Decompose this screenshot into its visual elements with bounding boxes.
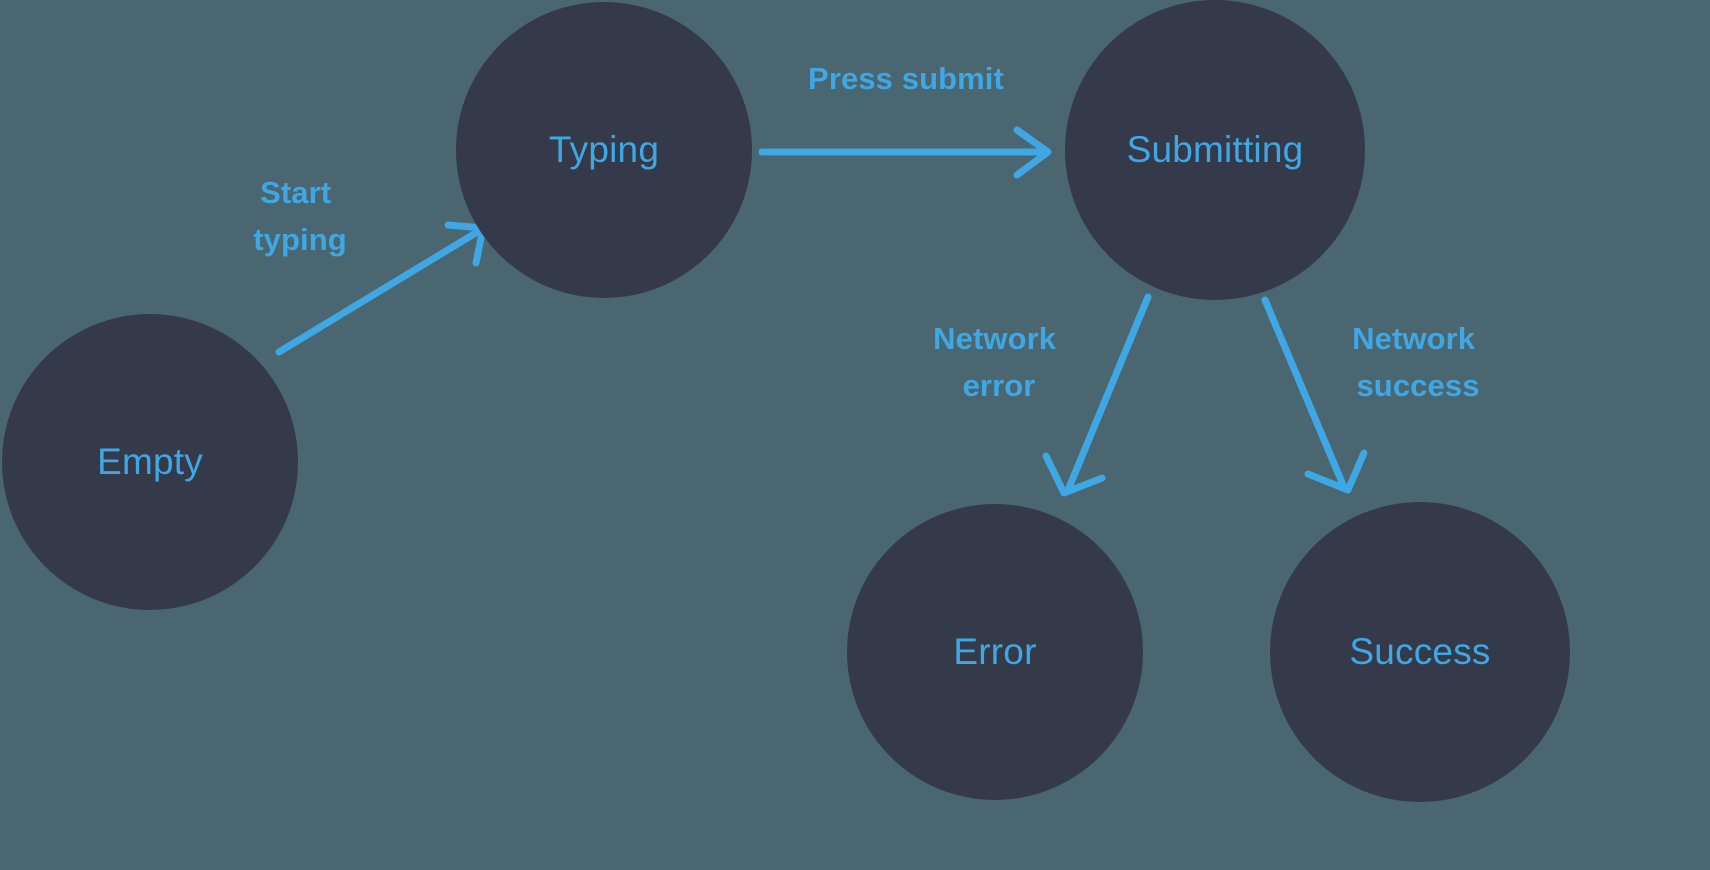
edge-label-line: error — [963, 368, 1036, 403]
state-node-circle[interactable] — [847, 504, 1143, 800]
state-node-circle[interactable] — [1270, 502, 1570, 802]
state-node-error[interactable]: Error — [847, 504, 1143, 800]
state-node-circle[interactable] — [456, 2, 752, 298]
arrowhead-network-success — [1304, 449, 1368, 494]
edge-label-network-success: Network success — [1352, 321, 1484, 403]
state-node-label: Success — [1349, 631, 1490, 672]
state-node-success[interactable]: Success — [1270, 502, 1570, 802]
state-node-typing[interactable]: Typing — [456, 2, 752, 298]
state-node-label: Submitting — [1127, 129, 1304, 170]
edge-label-line: Press submit — [808, 61, 1004, 96]
state-node-submitting[interactable]: Submitting — [1065, 0, 1365, 300]
state-node-label: Empty — [97, 441, 203, 482]
edge-label-start-typing: Start typing — [253, 175, 347, 257]
edge-line-network-error — [1064, 293, 1152, 494]
edge-label-press-submit: Press submit — [808, 61, 1004, 96]
edge-empty-to-typing: Start typing — [253, 175, 487, 356]
edge-submitting-to-error: Network error — [933, 293, 1152, 497]
state-node-circle[interactable] — [2, 314, 298, 610]
edge-submitting-to-success: Network success — [1261, 296, 1484, 494]
state-node-label: Error — [953, 631, 1036, 672]
edge-label-line: typing — [253, 222, 347, 257]
state-node-label: Typing — [549, 129, 659, 170]
edge-label-line: Network — [933, 321, 1057, 356]
edge-typing-to-submitting: Press submit — [758, 61, 1052, 179]
arrowhead-network-error — [1042, 452, 1106, 497]
edge-line-start-typing — [275, 227, 483, 356]
edge-label-line: Network — [1352, 321, 1476, 356]
edge-label-line: Start — [260, 175, 331, 210]
arrowhead-press-submit — [1013, 126, 1052, 179]
state-node-empty[interactable]: Empty — [2, 314, 298, 610]
edge-line-network-success — [1261, 296, 1348, 491]
edge-label-line: success — [1356, 368, 1479, 403]
edge-label-network-error: Network error — [933, 321, 1065, 403]
state-node-circle[interactable] — [1065, 0, 1365, 300]
